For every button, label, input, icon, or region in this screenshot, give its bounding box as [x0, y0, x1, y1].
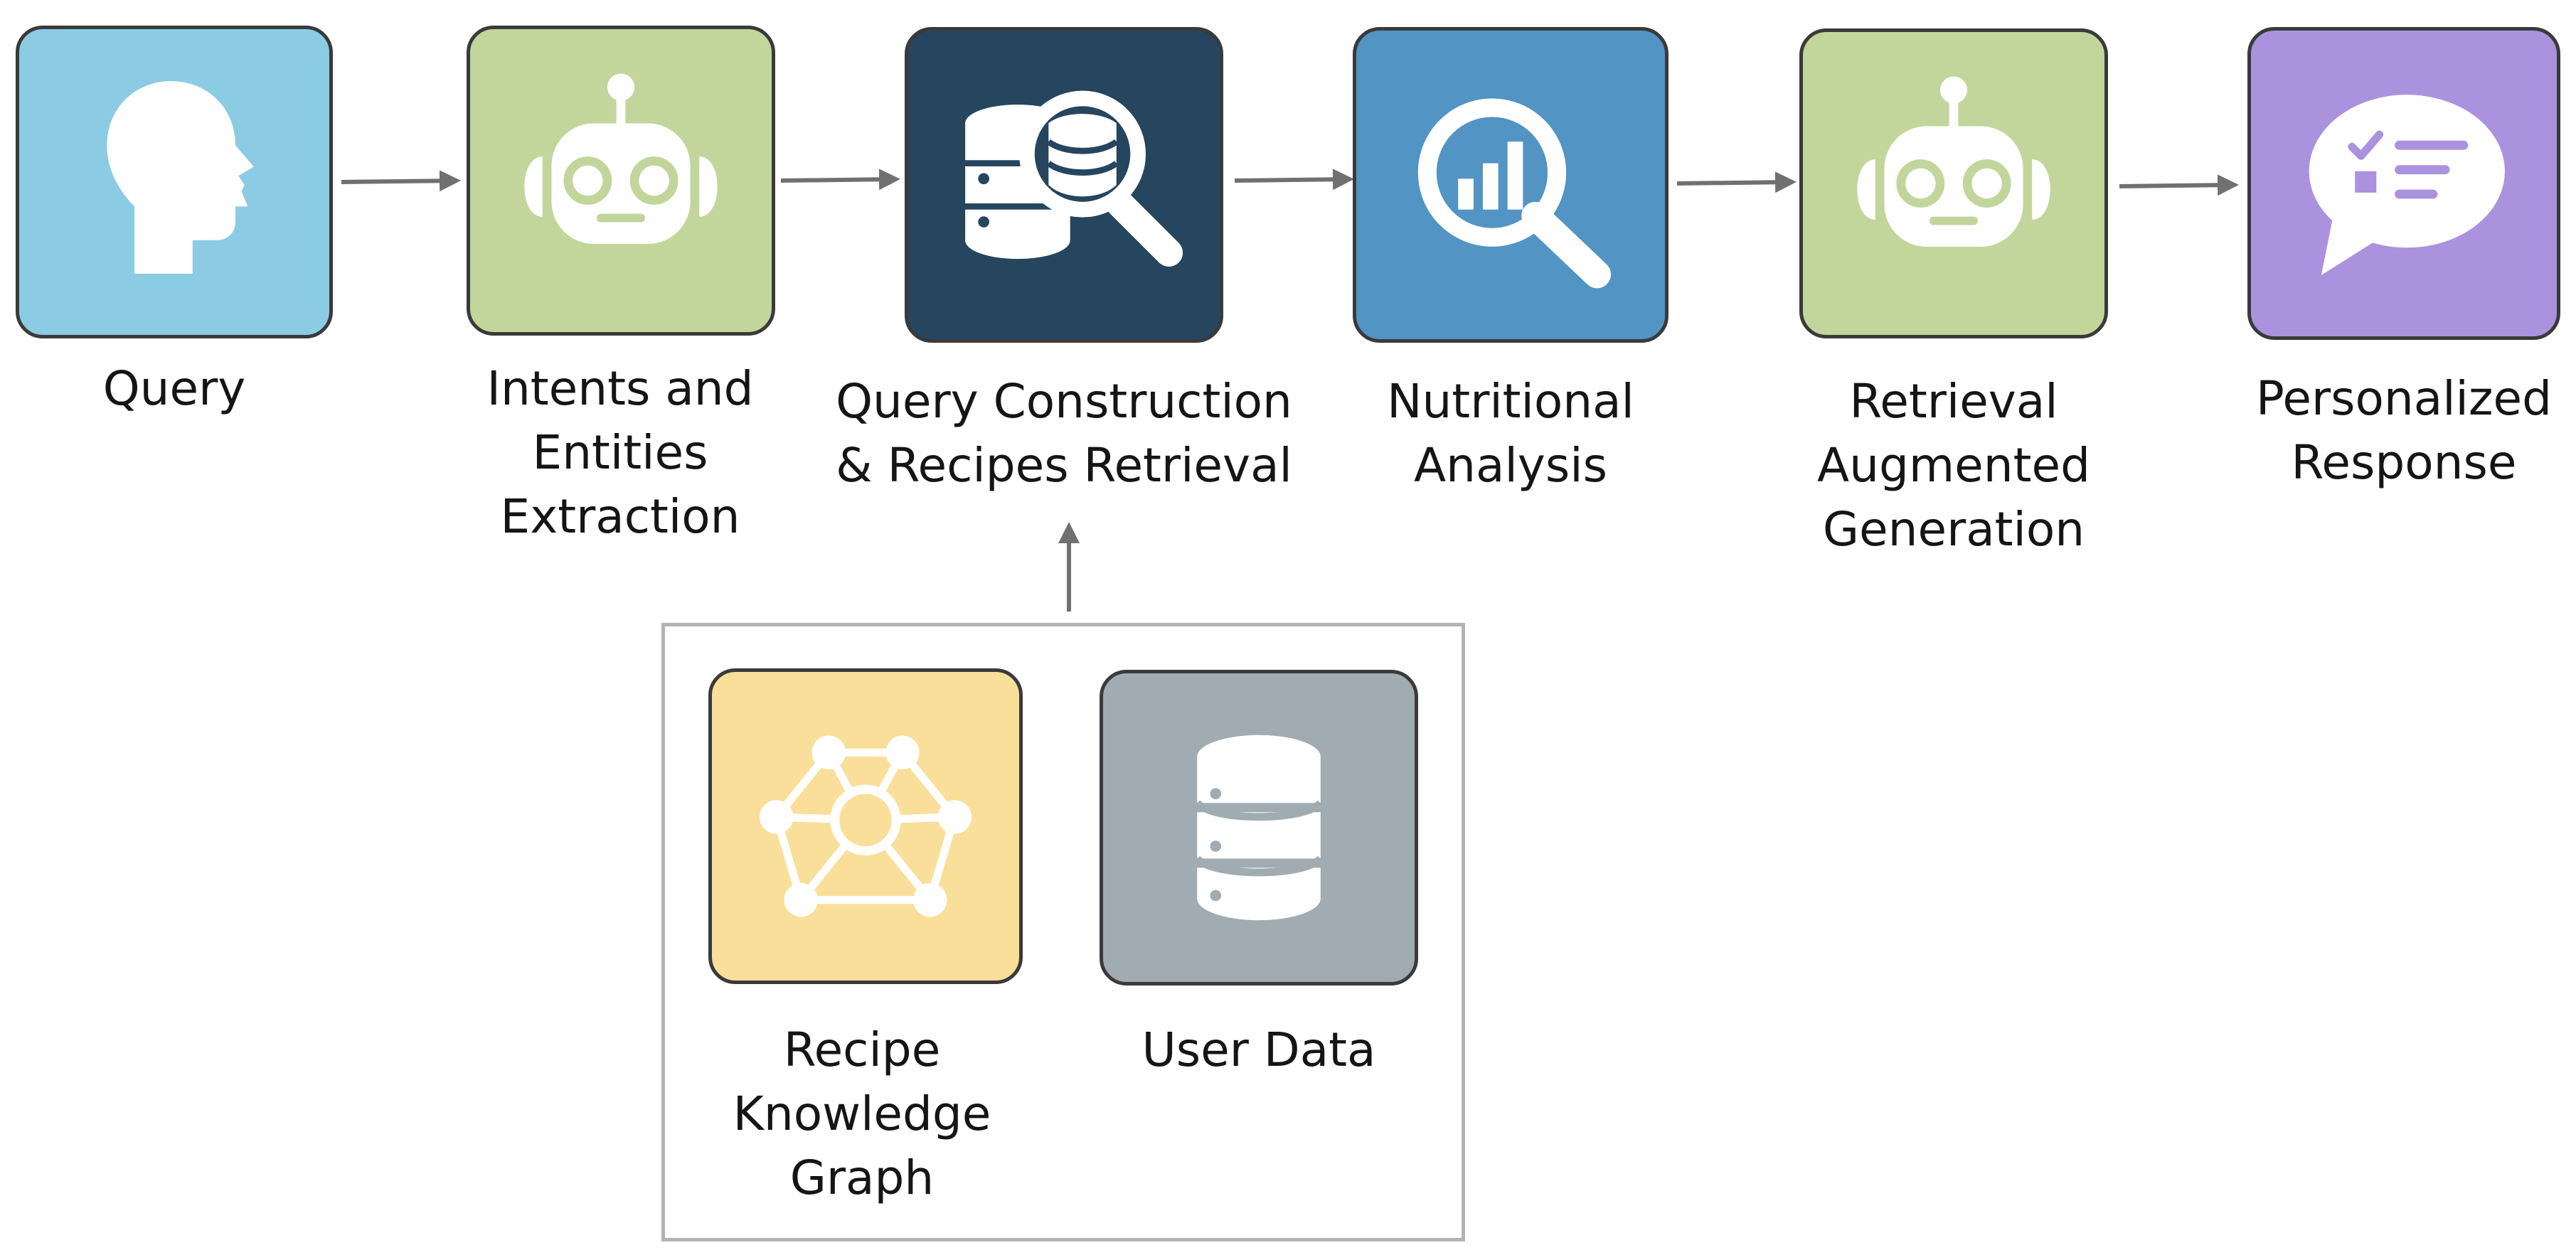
data-sources-group	[661, 623, 1465, 1241]
chat-checklist-icon	[2309, 95, 2505, 275]
retrieval-tile	[905, 27, 1223, 343]
query-label: Query	[102, 361, 246, 416]
arrow-extraction-to-retrieval	[780, 169, 900, 191]
robot-icon	[524, 73, 718, 245]
response-label: Personalized Response	[2255, 371, 2553, 490]
database-icon	[1194, 734, 1324, 921]
database-search-icon	[965, 90, 1183, 267]
retrieval-label: Query Construction & Recipes Retrieval	[836, 374, 1292, 493]
head-silhouette-icon	[107, 81, 254, 274]
query-tile	[16, 26, 333, 338]
arrow-nutrition-to-rag	[1676, 171, 1797, 193]
arrow-retrieval-to-nutrition	[1234, 169, 1354, 191]
extraction-tile	[467, 26, 775, 336]
arrow-rag-to-response	[2119, 174, 2239, 196]
nutrition-tile	[1353, 27, 1668, 343]
rag-tile	[1799, 28, 2108, 338]
user-data-label: User Data	[1141, 1022, 1376, 1077]
user-data-tile	[1100, 670, 1418, 985]
extraction-label: Intents and Entities Extraction	[486, 361, 754, 544]
knowledge-graph-tile	[708, 668, 1023, 984]
response-tile	[2247, 27, 2560, 340]
chart-search-icon	[1417, 98, 1612, 289]
knowledge-graph-label: Recipe Knowledge Graph	[733, 1022, 991, 1205]
nutrition-label: Nutritional Analysis	[1387, 374, 1634, 493]
rag-label: Retrieval Augmented Generation	[1817, 374, 2090, 557]
network-graph-icon	[759, 735, 972, 917]
robot-icon	[1857, 76, 2050, 247]
arrow-query-to-extraction	[341, 170, 461, 192]
